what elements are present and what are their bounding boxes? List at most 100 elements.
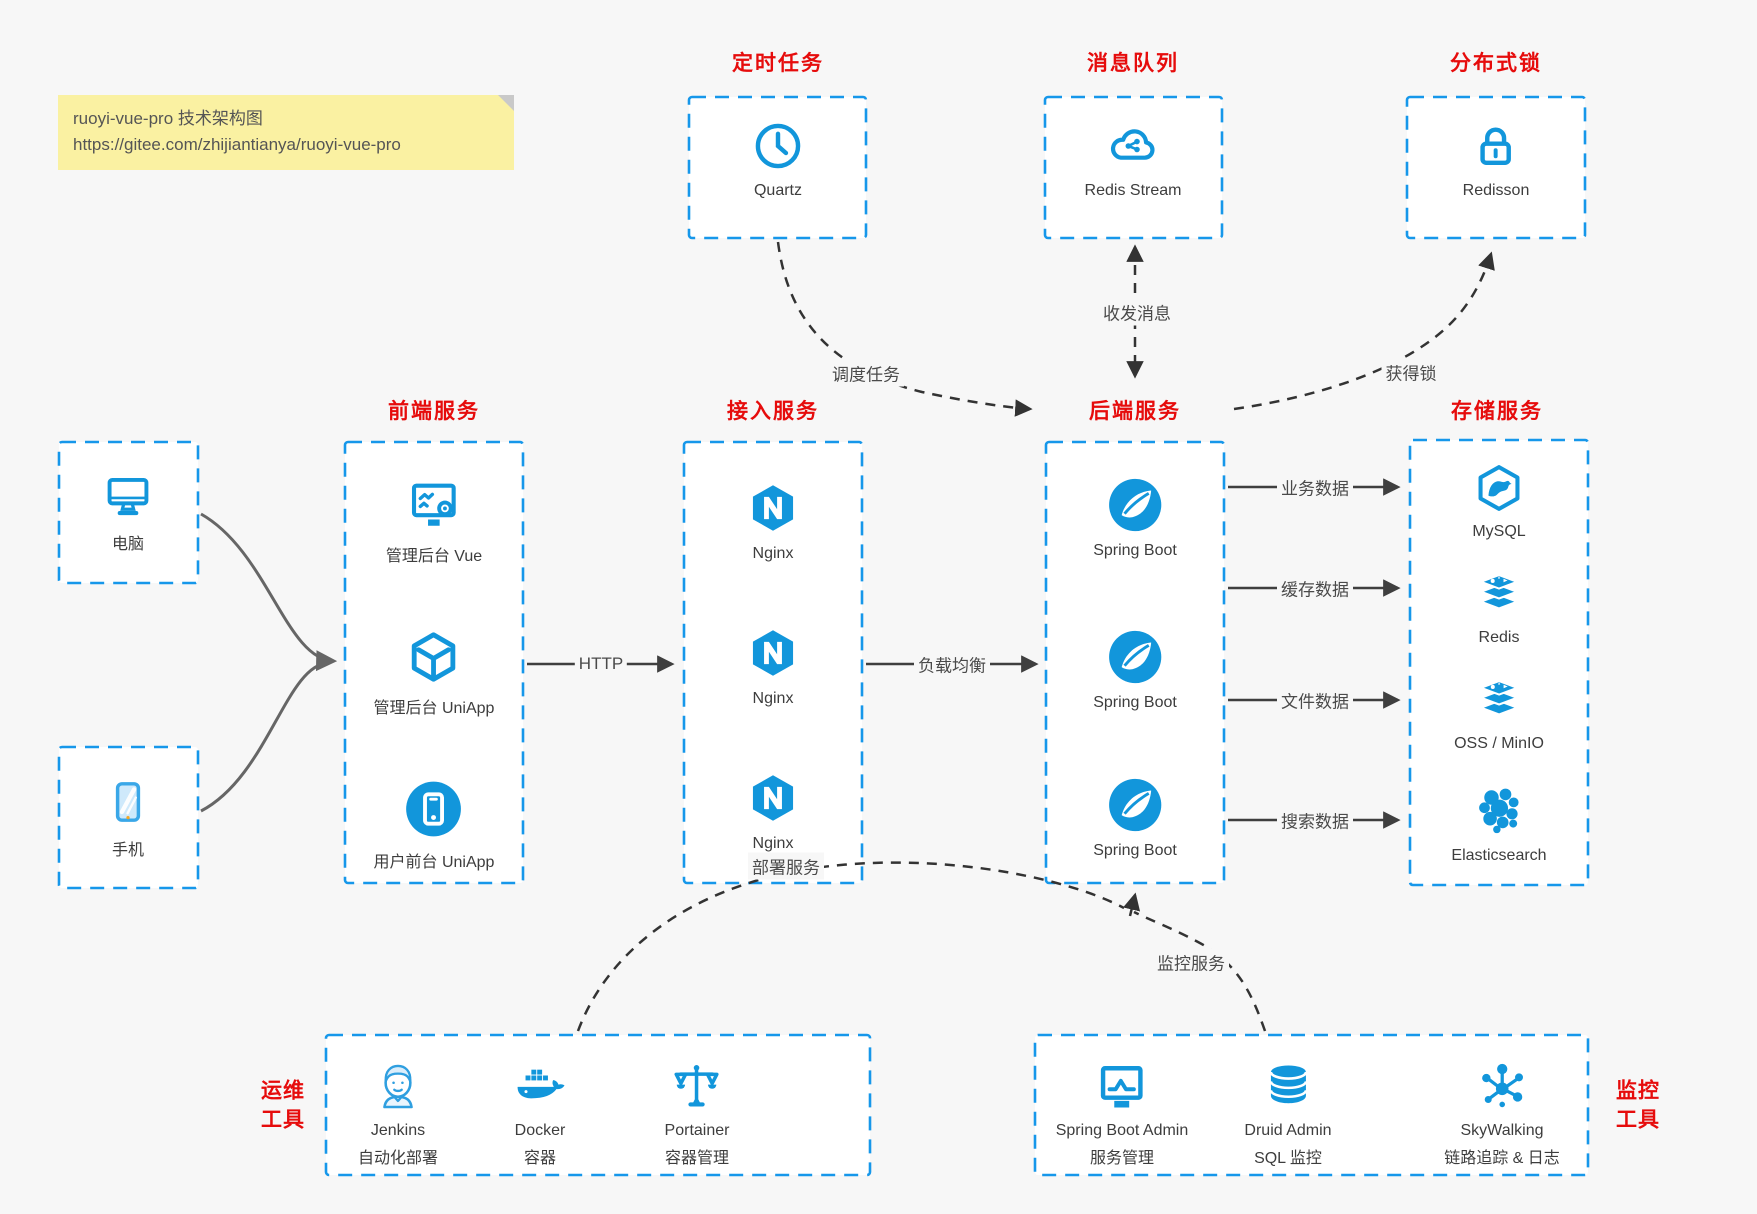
title-gateway: 接入服务 bbox=[727, 400, 819, 423]
edge-into-backend-arrowhead bbox=[1123, 892, 1141, 917]
edge-pc-to-frontend bbox=[200, 512, 338, 672]
title-backend: 后端服务 bbox=[1089, 400, 1181, 423]
lock-icon bbox=[1480, 127, 1512, 166]
node-nginx-2: Nginx bbox=[744, 624, 802, 708]
node-sublabel: 容器 bbox=[523, 1150, 556, 1167]
node-label: Spring Boot bbox=[1093, 842, 1177, 859]
title-scheduler: 定时任务 bbox=[732, 52, 824, 75]
node-label: Spring Boot bbox=[1093, 694, 1177, 711]
node-oss-minio: OSS / MinIO bbox=[1454, 673, 1544, 753]
title-monitor-line-2: 工具 bbox=[1616, 1109, 1660, 1132]
node-mysql: MySQL bbox=[1472, 461, 1526, 541]
monitor-chart-icon bbox=[1101, 1066, 1143, 1108]
node-jenkins: Jenkins 自动化部署 bbox=[358, 1058, 438, 1168]
node-redis: Redis bbox=[1472, 567, 1526, 647]
edge-schedule-task bbox=[776, 241, 1033, 417]
nginx-icon bbox=[752, 775, 794, 821]
node-label: Spring Boot Admin bbox=[1055, 1122, 1189, 1139]
node-druid-admin: Druid Admin SQL 监控 bbox=[1244, 1058, 1332, 1168]
database-icon bbox=[1269, 1065, 1307, 1104]
phone-circle-icon bbox=[406, 781, 462, 837]
edge-deploy-service bbox=[576, 861, 1125, 1032]
edge-label-acquire-lock: 获得锁 bbox=[1381, 358, 1441, 386]
elasticsearch-icon bbox=[1478, 788, 1519, 834]
node-sublabel: SQL 监控 bbox=[1254, 1150, 1322, 1167]
node-label: MySQL bbox=[1472, 523, 1526, 540]
node-spring-boot-1: Spring Boot bbox=[1093, 476, 1177, 560]
edge-label-cache-data: 缓存数据 bbox=[1277, 574, 1353, 602]
node-label: OSS / MinIO bbox=[1454, 735, 1544, 752]
node-label: 电脑 bbox=[111, 536, 144, 553]
title-lock: 分布式锁 bbox=[1450, 52, 1542, 75]
docker-whale-icon bbox=[517, 1069, 565, 1099]
redis-icon bbox=[1479, 574, 1519, 610]
node-label: Redis bbox=[1478, 629, 1520, 646]
node-label: Nginx bbox=[752, 690, 794, 707]
group-box-storage bbox=[1408, 438, 1590, 892]
edge-label-business-data: 业务数据 bbox=[1277, 473, 1353, 501]
node-docker: Docker 容器 bbox=[512, 1058, 568, 1168]
node-phone: 手机 bbox=[102, 776, 154, 860]
title-frontend: 前端服务 bbox=[388, 400, 480, 423]
topology-icon bbox=[1481, 1063, 1523, 1108]
node-redisson: Redisson bbox=[1463, 118, 1529, 200]
node-admin-vue: 管理后台 Vue bbox=[386, 476, 482, 566]
node-spring-boot-3: Spring Boot bbox=[1093, 776, 1177, 860]
node-label: Quartz bbox=[753, 182, 802, 199]
node-label: Nginx bbox=[752, 545, 794, 562]
node-label: 用户前台 UniApp bbox=[373, 854, 495, 871]
object-storage-icon bbox=[1479, 680, 1519, 716]
edge-label-send-receive-message: 收发消息 bbox=[1099, 298, 1175, 326]
note-fold-corner bbox=[498, 95, 514, 111]
node-redis-stream: Redis Stream bbox=[1085, 118, 1181, 200]
node-sublabel: 服务管理 bbox=[1089, 1150, 1154, 1167]
edge-label-file-data: 文件数据 bbox=[1277, 686, 1353, 714]
mysql-icon bbox=[1478, 465, 1520, 511]
edge-label-monitor-service: 监控服务 bbox=[1153, 948, 1229, 976]
edge-acquire-lock bbox=[1233, 251, 1495, 411]
edge-phone-to-frontend bbox=[200, 661, 329, 813]
node-label: Portainer bbox=[664, 1122, 730, 1139]
node-label: Druid Admin bbox=[1244, 1122, 1332, 1139]
node-user-uniapp: 用户前台 UniApp bbox=[373, 778, 495, 872]
scales-icon bbox=[674, 1065, 720, 1107]
nginx-icon bbox=[752, 485, 794, 531]
node-nginx-1: Nginx bbox=[744, 479, 802, 563]
edge-label-search-data: 搜索数据 bbox=[1277, 806, 1353, 834]
note-line-2: https://gitee.com/zhijiantianya/ruoyi-vu… bbox=[73, 135, 401, 155]
cube-icon bbox=[412, 632, 456, 682]
group-box-monitor bbox=[1033, 1033, 1590, 1182]
edge-label-load-balance: 负载均衡 bbox=[914, 650, 990, 678]
node-pc: 电脑 bbox=[102, 470, 154, 554]
node-label: 管理后台 Vue bbox=[385, 548, 483, 565]
group-box-mq bbox=[1043, 95, 1224, 245]
title-monitor: 监控 工具 bbox=[1616, 1077, 1660, 1136]
spring-icon bbox=[1108, 478, 1162, 532]
node-label: Spring Boot bbox=[1093, 542, 1177, 559]
spring-icon bbox=[1108, 778, 1162, 832]
edge-label-schedule-task: 调度任务 bbox=[828, 359, 904, 387]
edge-label-http: HTTP bbox=[574, 653, 628, 675]
admin-screen-gear-icon bbox=[412, 483, 456, 526]
node-sublabel: 自动化部署 bbox=[357, 1150, 439, 1167]
clock-icon bbox=[755, 123, 801, 169]
node-quartz: Quartz bbox=[750, 118, 806, 200]
title-ops: 运维 工具 bbox=[261, 1077, 305, 1136]
spring-icon bbox=[1108, 630, 1162, 684]
desktop-icon bbox=[107, 478, 149, 516]
jenkins-icon bbox=[383, 1064, 413, 1109]
node-label: 手机 bbox=[111, 842, 144, 859]
title-mq: 消息队列 bbox=[1087, 52, 1179, 75]
mobile-icon bbox=[115, 782, 141, 822]
group-box-lock bbox=[1405, 95, 1587, 245]
cloud-network-icon bbox=[1111, 129, 1155, 160]
note-line-1: ruoyi-vue-pro 技术架构图 bbox=[73, 109, 263, 128]
title-ops-line-2: 工具 bbox=[261, 1109, 305, 1132]
node-label: SkyWalking bbox=[1460, 1122, 1544, 1139]
node-nginx-3: Nginx bbox=[744, 769, 802, 853]
title-ops-line-1: 运维 bbox=[261, 1079, 305, 1103]
group-box-ops bbox=[324, 1033, 872, 1182]
node-label: Nginx bbox=[752, 835, 794, 852]
node-sublabel: 链路追踪 & 日志 bbox=[1444, 1150, 1560, 1167]
